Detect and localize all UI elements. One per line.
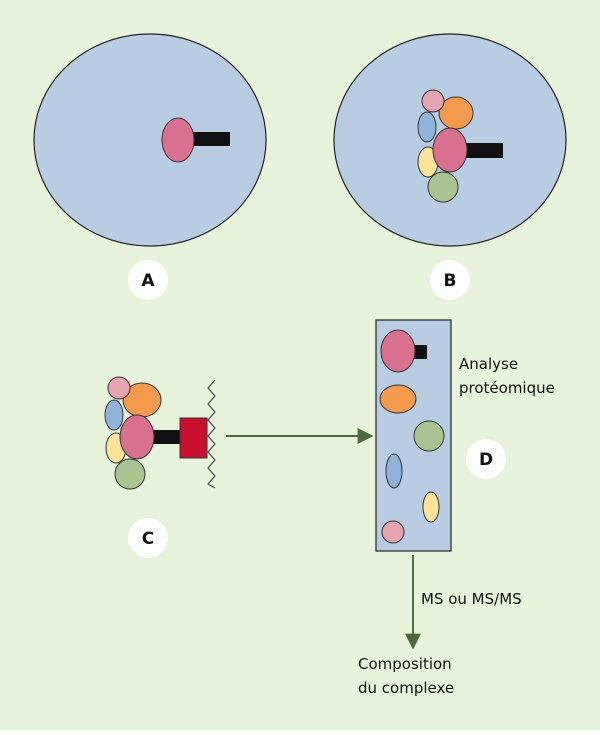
bait-tag-d (412, 345, 427, 359)
partner-lightpink-b (421, 89, 445, 113)
band-blue (385, 453, 403, 489)
solid-support (207, 379, 216, 489)
band-green (413, 420, 445, 452)
analysis-label-line1: Analyse (459, 355, 518, 373)
panel-d: Analyse protéomique D (375, 319, 555, 552)
band-bait-protein (380, 329, 416, 373)
composition-label-line2: du complexe (358, 679, 454, 697)
bait-protein-c (119, 414, 155, 460)
band-orange (379, 384, 417, 414)
label-b: B (444, 271, 457, 291)
bait-tag-a (192, 132, 230, 146)
bait-tag-c (150, 430, 186, 444)
partner-green-c (114, 458, 146, 490)
label-c: C (142, 529, 154, 549)
label-badge-a (128, 260, 168, 300)
label-badge-b (430, 260, 470, 300)
cell-a (33, 33, 267, 247)
partner-green-b (427, 171, 459, 203)
label-badge-c (128, 518, 168, 558)
band-lightpink (381, 520, 405, 544)
affinity-bead (179, 417, 208, 459)
partner-lightpink-c (107, 376, 131, 400)
ms-label: MS ou MS/MS (421, 590, 522, 608)
bait-protein-b (432, 127, 468, 173)
bait-tag-b (466, 143, 503, 158)
composition-label-line1: Composition (358, 655, 452, 673)
bait-protein-a (161, 117, 195, 163)
label-badge-d (466, 439, 506, 479)
panel-a: A (33, 33, 267, 300)
label-a: A (141, 271, 155, 291)
analysis-label-line2: protéomique (459, 379, 555, 397)
panel-b: B (333, 33, 567, 300)
panel-c: C (104, 376, 216, 558)
label-d: D (479, 450, 493, 470)
band-yellow (422, 491, 440, 523)
partner-blue-c (104, 399, 124, 431)
partner-blue-b (417, 111, 437, 143)
